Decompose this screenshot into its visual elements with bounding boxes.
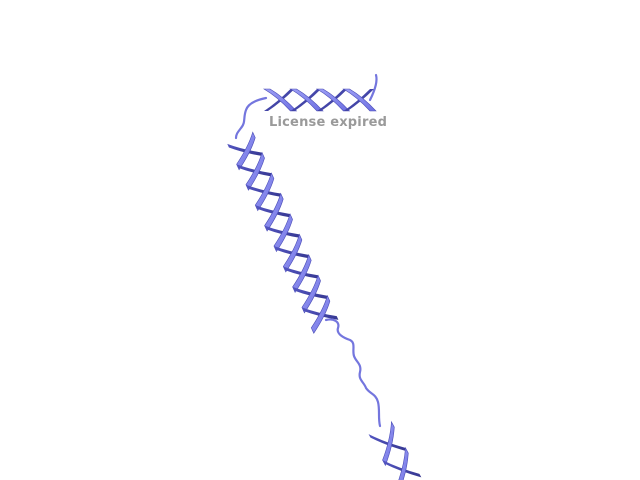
helix-turn-front [301,274,321,314]
helix-turn-front [264,192,284,232]
helix-turn-front [254,172,275,212]
helix-turn-front [310,294,331,334]
helix-long [227,131,339,334]
helix-turn-front [315,88,351,112]
helix-turn-front [292,254,312,293]
helix-turn-front [398,446,409,480]
helix-turn-front [245,151,265,191]
helix-bottom [368,420,422,480]
helix-turn-front [289,88,324,112]
helix-turn-front [282,233,303,273]
helix-turn-front [273,213,293,253]
coil-top-tail [368,73,378,102]
coil-top-link [234,96,268,140]
helix-turn-front [236,131,256,171]
helix-turn-front [382,420,395,467]
helix-turn-front [342,88,377,112]
license-watermark: License expired [269,115,388,130]
helix-top [262,88,377,112]
helix-turn-front [262,88,298,112]
coil-middle [324,318,382,428]
